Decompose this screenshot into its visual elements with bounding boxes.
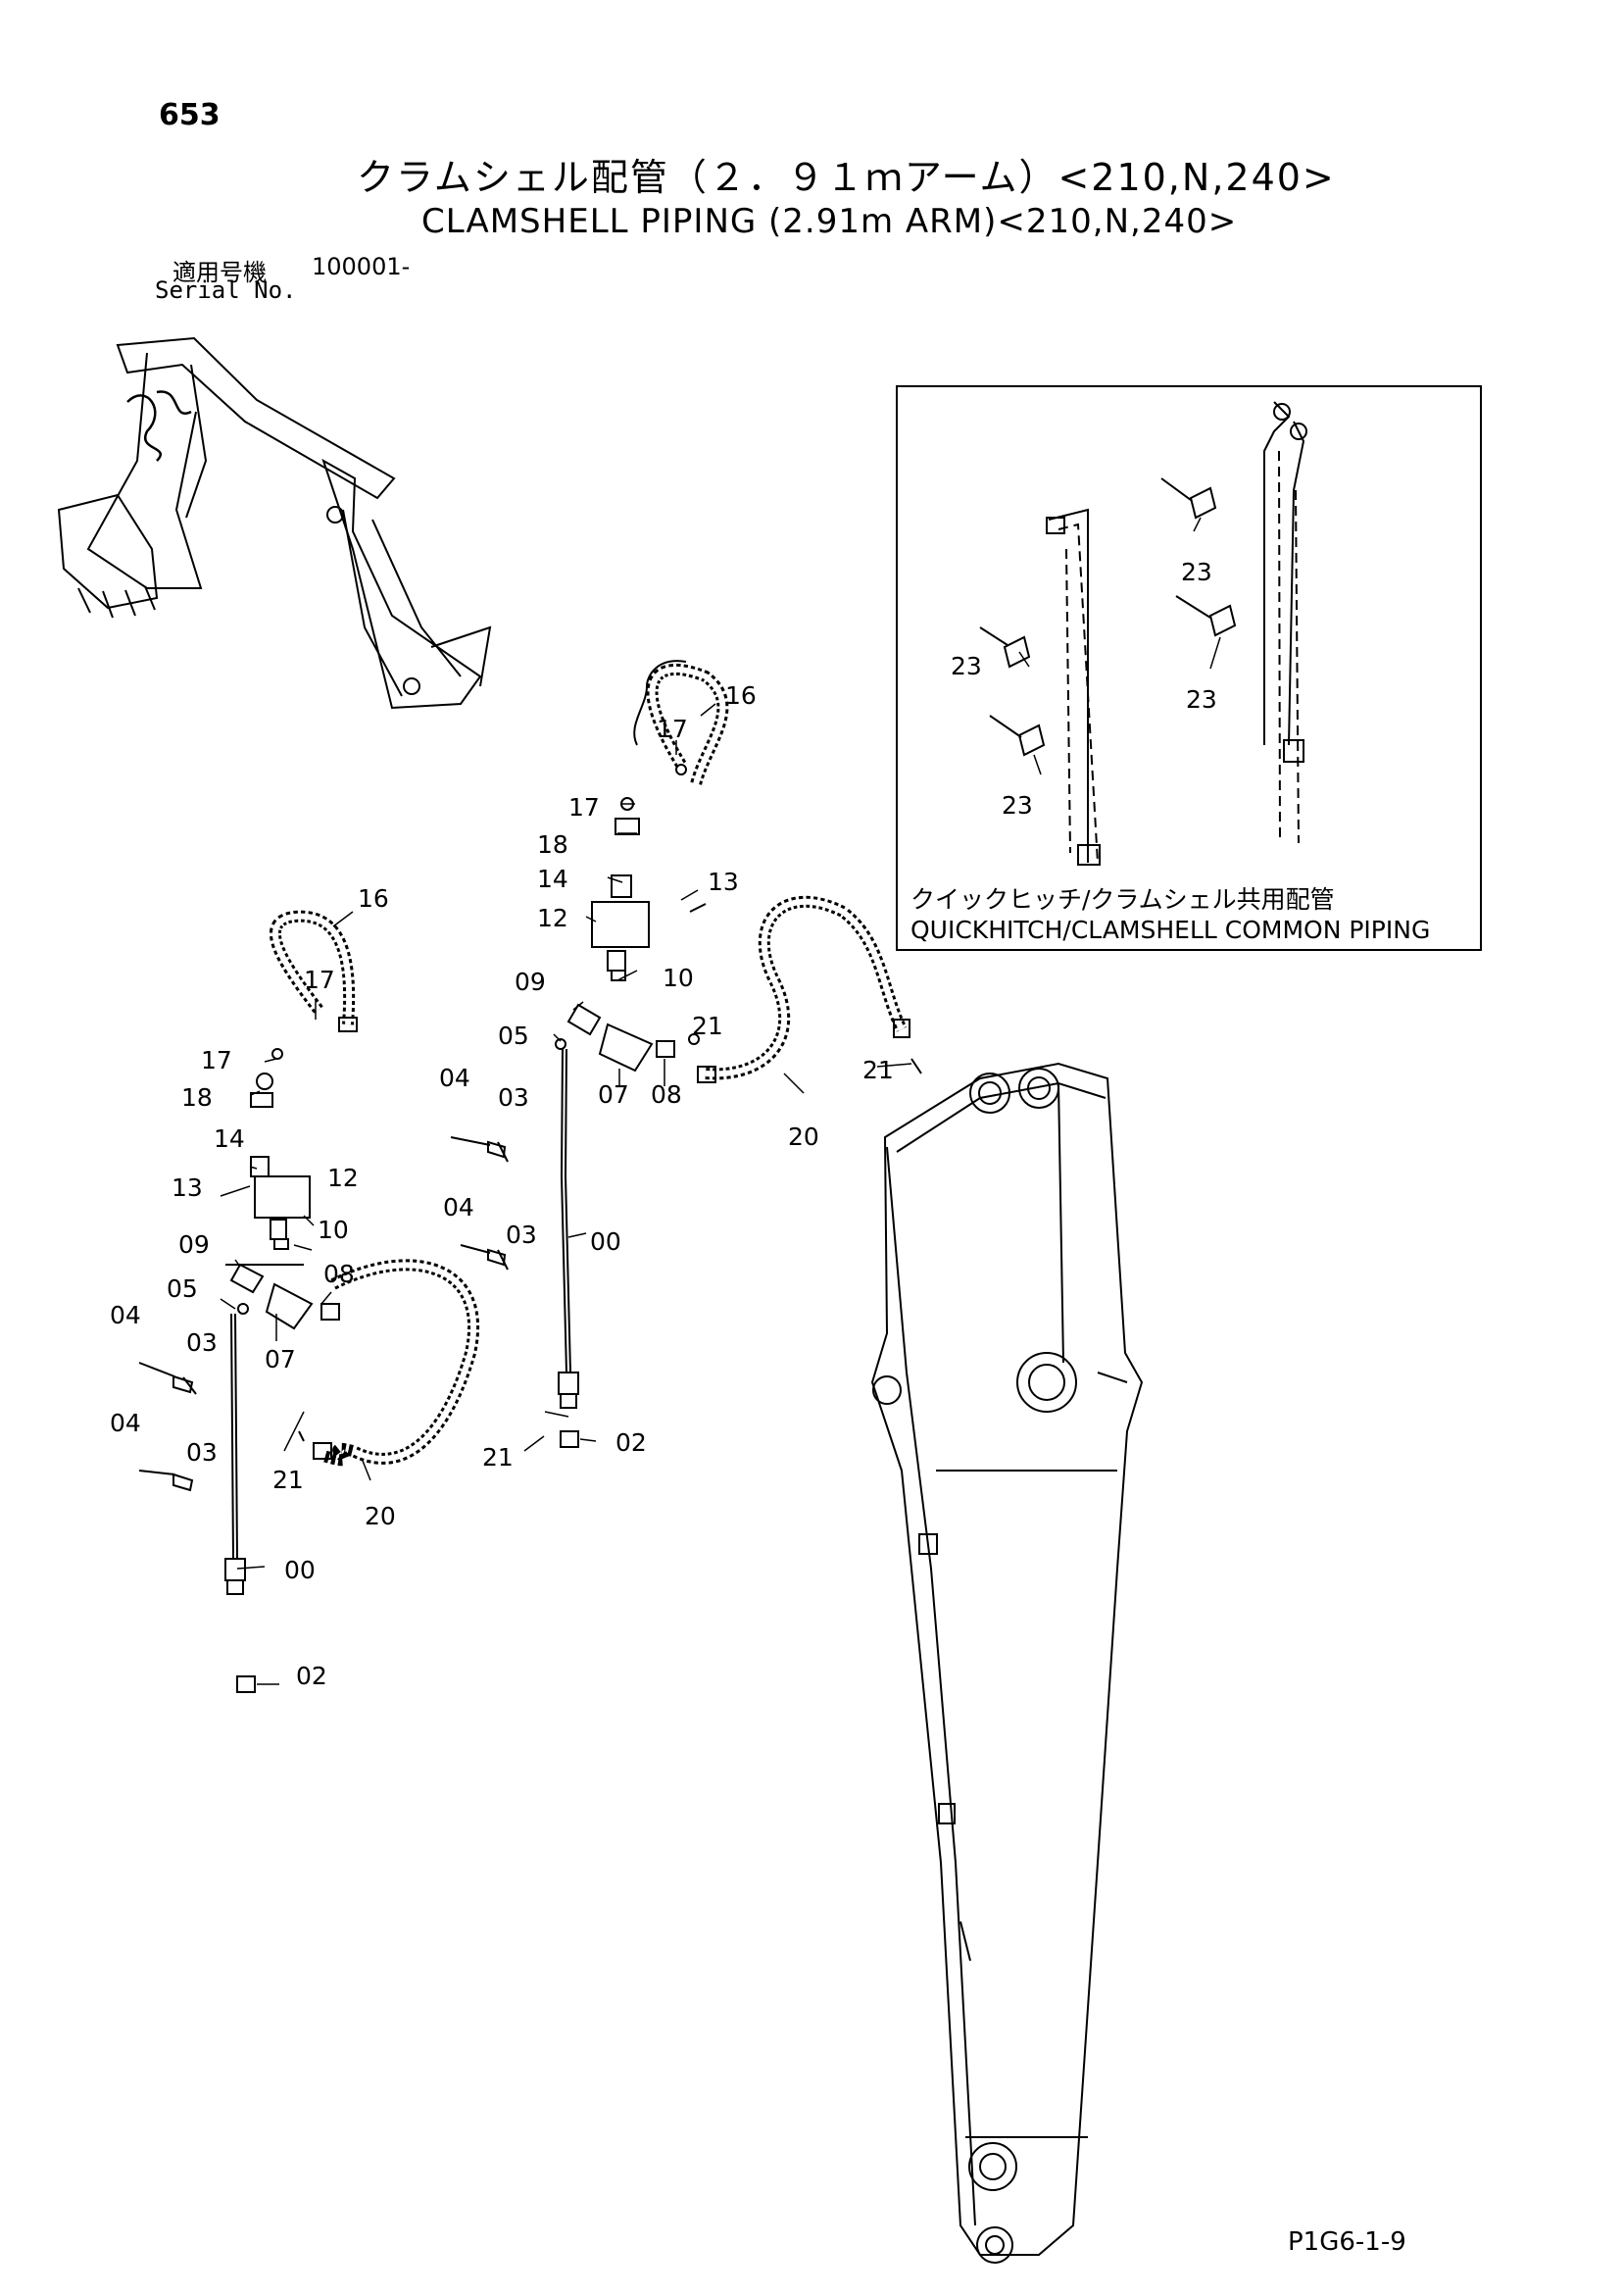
callout-05: 05 xyxy=(498,1022,529,1050)
callout-17: 17 xyxy=(304,966,335,994)
callout-14: 14 xyxy=(537,865,568,893)
callout-10: 10 xyxy=(318,1216,349,1244)
callout-04: 04 xyxy=(443,1193,474,1222)
callout-07: 07 xyxy=(265,1345,296,1373)
callout-02: 02 xyxy=(615,1428,647,1457)
callout-13: 13 xyxy=(708,868,739,896)
callout-03: 03 xyxy=(186,1328,218,1357)
callout-16: 16 xyxy=(358,884,389,913)
center-hose-assembly xyxy=(450,660,922,1448)
callout-17: 17 xyxy=(568,793,600,822)
callout-04: 04 xyxy=(110,1301,141,1329)
callout-09: 09 xyxy=(515,968,546,996)
callout-08: 08 xyxy=(651,1080,682,1109)
callout-08: 08 xyxy=(323,1260,355,1288)
callout-10: 10 xyxy=(663,964,694,992)
callout-03: 03 xyxy=(186,1438,218,1467)
serial-label-english: Serial No. xyxy=(155,276,297,304)
page-title-english: CLAMSHELL PIPING (2.91m ARM)<210,N,240> xyxy=(421,202,1238,241)
inset-detail-drawing xyxy=(979,401,1307,866)
callout-20: 20 xyxy=(365,1502,396,1530)
callout-04: 04 xyxy=(439,1064,470,1092)
callout-04: 04 xyxy=(110,1409,141,1437)
page-number: 653 xyxy=(159,98,221,132)
arm-structure xyxy=(870,1062,1144,2264)
callout-18: 18 xyxy=(181,1083,213,1112)
callout-05: 05 xyxy=(167,1274,198,1303)
callout-09: 09 xyxy=(178,1230,210,1259)
callout-23: 23 xyxy=(951,652,982,680)
inset-caption-japanese: クイックヒッチ/クラムシェル共用配管 xyxy=(910,885,1335,914)
callout-07: 07 xyxy=(598,1080,629,1109)
figure-code: P1G6-1-9 xyxy=(1288,2227,1406,2257)
callout-20: 20 xyxy=(788,1123,819,1151)
inset-detail-frame xyxy=(896,385,1482,951)
serial-label-japanese: 適用号機 xyxy=(172,259,267,286)
callout-02: 02 xyxy=(296,1662,327,1690)
leader-lines xyxy=(220,517,1221,1685)
left-hose-assembly xyxy=(138,910,480,1693)
callout-03: 03 xyxy=(506,1221,537,1249)
callout-00: 00 xyxy=(590,1227,621,1256)
callout-12: 12 xyxy=(327,1164,359,1192)
callout-14: 14 xyxy=(214,1124,245,1153)
callout-00: 00 xyxy=(284,1556,316,1584)
callout-12: 12 xyxy=(537,904,568,932)
page-title-japanese: クラムシェル配管（２．９１ｍアーム）<210,N,240> xyxy=(357,156,1336,199)
callout-21: 21 xyxy=(862,1056,894,1084)
inset-caption-english: QUICKHITCH/CLAMSHELL COMMON PIPING xyxy=(910,916,1431,944)
excavator-overview-sketch xyxy=(57,336,492,710)
callout-13: 13 xyxy=(172,1173,203,1202)
callout-16: 16 xyxy=(725,681,757,710)
callout-23: 23 xyxy=(1186,685,1217,714)
callout-17: 17 xyxy=(657,715,688,743)
callout-21: 21 xyxy=(272,1466,304,1494)
callout-17: 17 xyxy=(201,1046,232,1074)
callout-18: 18 xyxy=(537,830,568,859)
callout-labels: 16 17 17 18 14 13 12 09 10 05 21 07 08 2… xyxy=(110,558,1217,1690)
callout-23: 23 xyxy=(1181,558,1212,586)
callout-23: 23 xyxy=(1002,791,1033,820)
serial-number-value: 100001- xyxy=(312,253,411,280)
callout-21: 21 xyxy=(692,1012,723,1040)
callout-03: 03 xyxy=(498,1083,529,1112)
callout-21: 21 xyxy=(482,1443,514,1472)
